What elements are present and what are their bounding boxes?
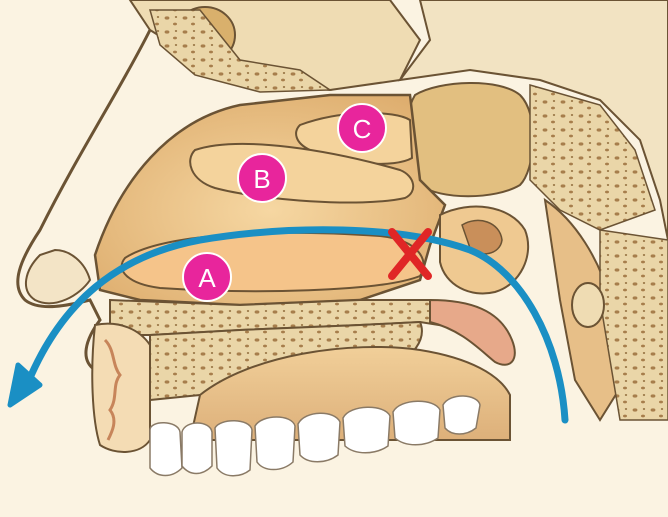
tooth (214, 420, 253, 477)
marker-circle (182, 252, 232, 302)
vertebra-body (571, 282, 605, 328)
curved-arrow-icon (7, 362, 43, 408)
marker-a: A (182, 252, 232, 302)
marker-label: C (353, 114, 372, 144)
airflow-arrow (21, 226, 569, 424)
marker-b: B (237, 153, 287, 203)
nasal-bone-porous (149, 9, 333, 93)
x-mark-icon (388, 228, 432, 280)
tooth (342, 406, 391, 454)
tooth (254, 416, 296, 471)
marker-label: B (253, 164, 270, 194)
nasal-cartilage (25, 248, 92, 305)
marker-circle (237, 153, 287, 203)
soft-palate (429, 298, 516, 366)
tooth (442, 395, 481, 435)
tooth (297, 412, 341, 463)
marker-c: C (337, 103, 387, 153)
lip-glands (103, 338, 122, 441)
marker-circle (337, 103, 387, 153)
tooth (181, 422, 213, 475)
upper-teeth (149, 395, 481, 477)
sphenoid-bone (397, 0, 668, 241)
marker-label: A (198, 263, 216, 293)
upper-lip (91, 322, 151, 453)
tooth (149, 422, 183, 477)
sphenoid-porous (529, 84, 656, 231)
external-nose (16, 29, 152, 372)
sphenoid-sinus (405, 82, 535, 198)
tooth (392, 400, 441, 446)
